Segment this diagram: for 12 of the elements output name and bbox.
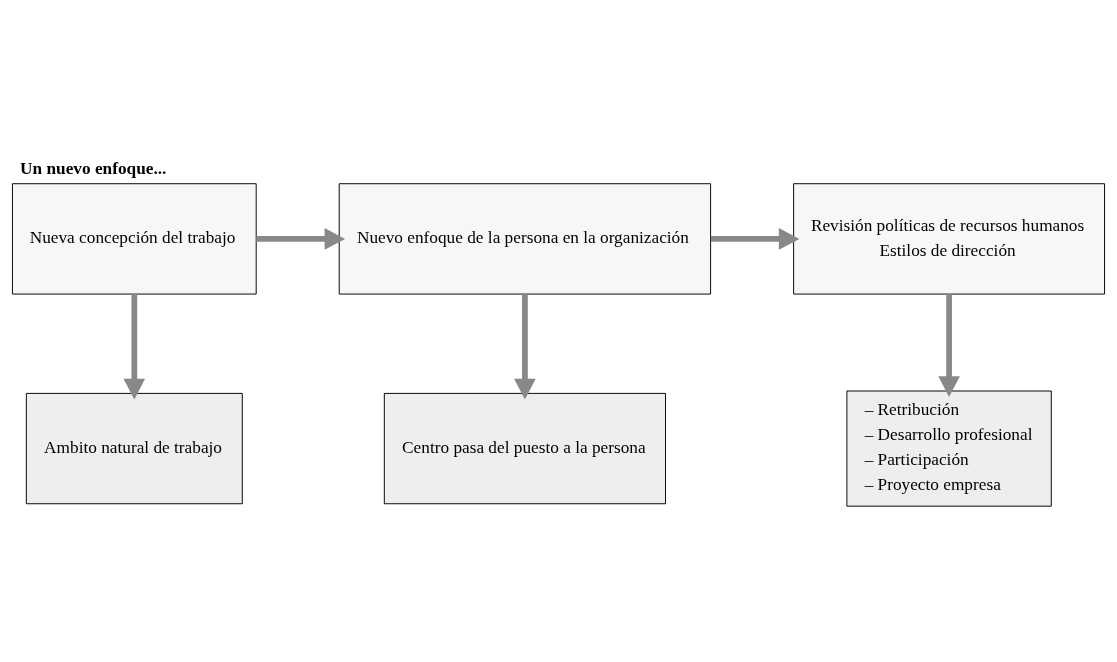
node-box: Nueva concepción del trabajo [11, 182, 257, 295]
arrow [514, 293, 536, 399]
node-box: – Retribución – Desarrollo profesional – Participación – Proyecto empresa [846, 390, 1052, 507]
node-box: Ambito natural de trabajo [25, 392, 243, 504]
node-box: Centro pasa del puesto a la persona [383, 392, 666, 504]
arrow [256, 227, 346, 250]
arrow [123, 293, 146, 399]
node-box: Nuevo enfoque de la persona en la organización [338, 182, 712, 295]
node-box: Revisión políticas de recursos humanos Estilos de dirección [793, 182, 1106, 295]
arrow [710, 227, 800, 250]
diagram-title: Un nuevo enfoque... [20, 158, 167, 178]
arrow [938, 293, 960, 397]
